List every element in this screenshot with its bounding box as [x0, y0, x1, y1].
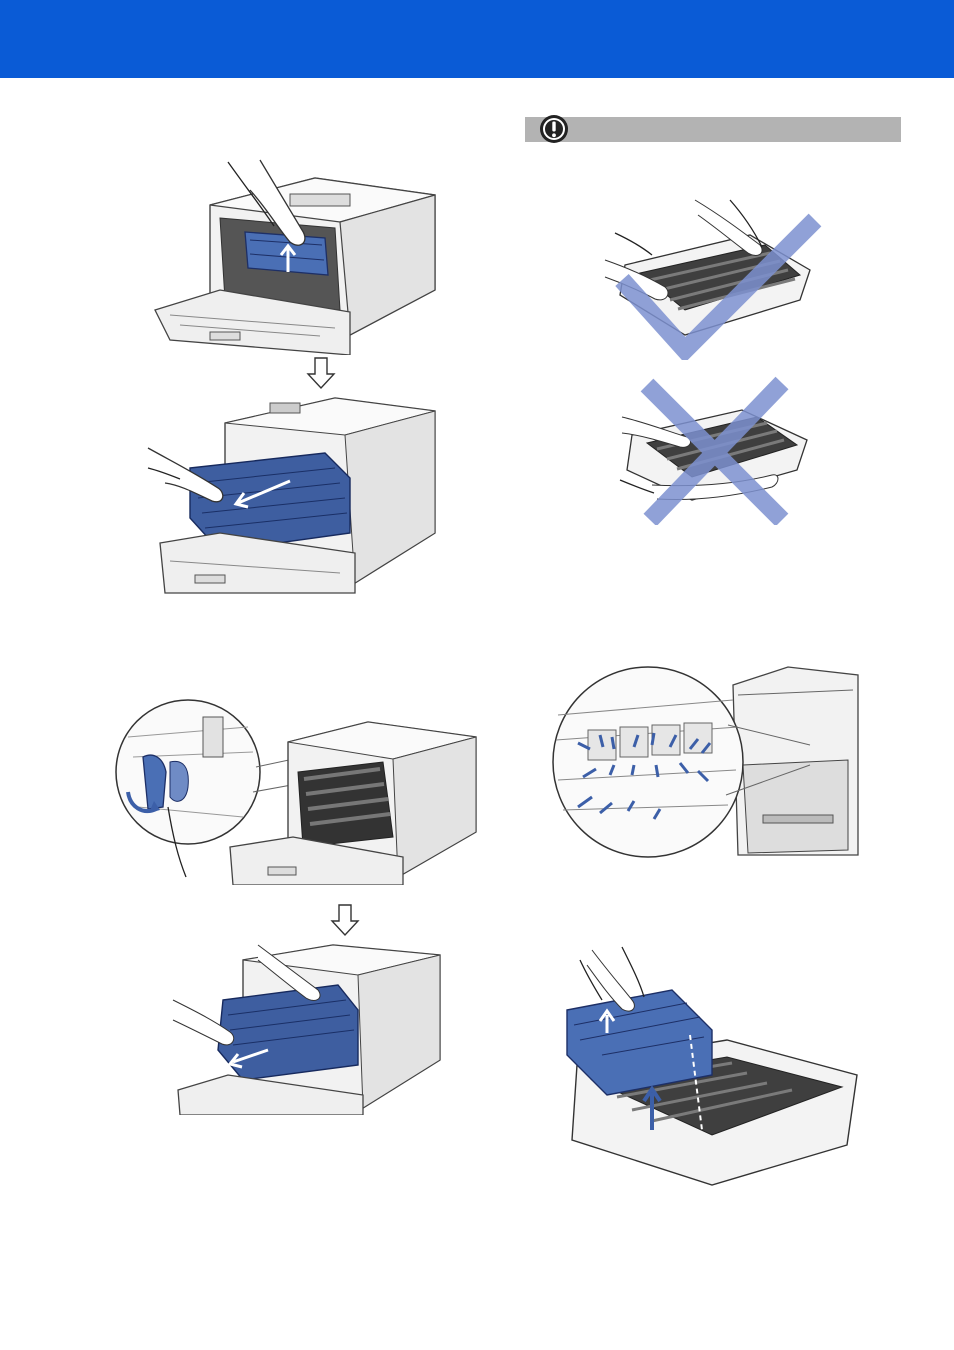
next-step-arrow-icon-2 — [330, 903, 360, 937]
clean-electrodes-illustration — [548, 665, 886, 860]
remove-belt-unit-illustration — [562, 945, 862, 1190]
release-lock-lever-illustration — [108, 697, 480, 885]
caution-bar — [525, 117, 901, 142]
pull-out-drum-illustration — [140, 393, 440, 598]
lift-upper-cover-illustration — [150, 150, 445, 355]
next-step-arrow-icon — [306, 356, 336, 390]
remove-drum-unit-illustration — [168, 940, 443, 1115]
do-not-hold-handles-illustration — [600, 195, 825, 360]
do-not-hold-edge-illustration — [612, 375, 817, 525]
exclamation-icon — [538, 113, 570, 145]
page-header-band — [0, 0, 954, 78]
